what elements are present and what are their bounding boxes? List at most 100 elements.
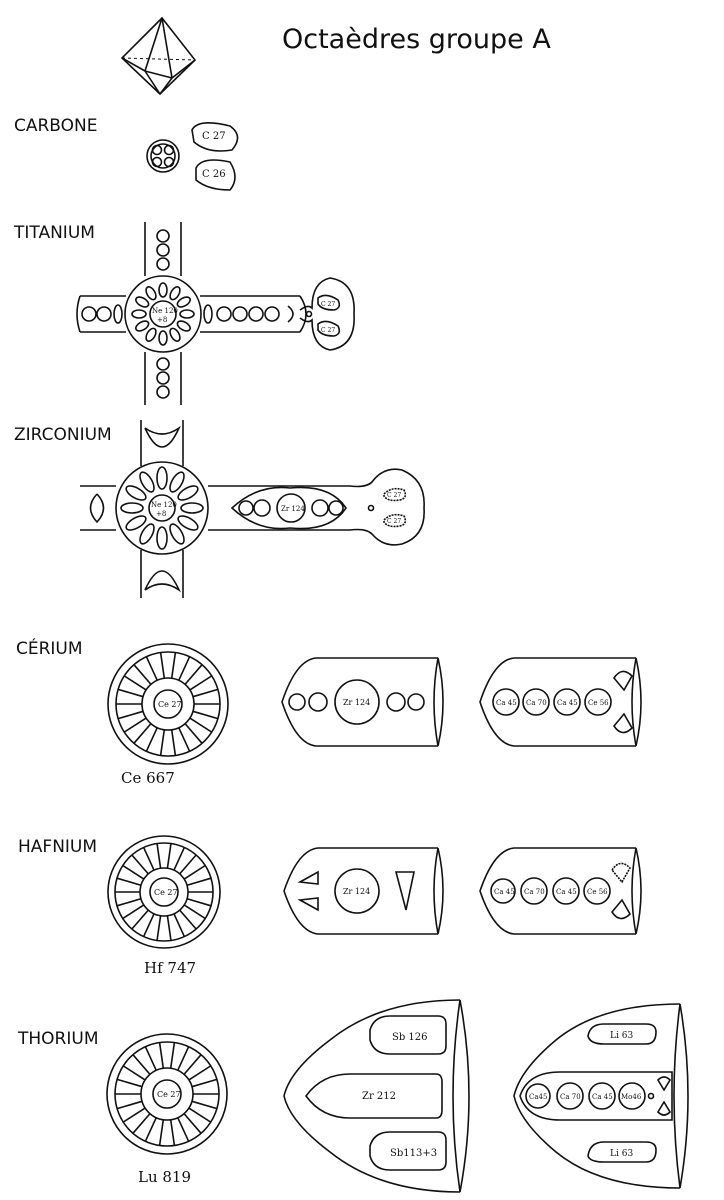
disc-spoke bbox=[177, 1117, 190, 1142]
disc-spoke bbox=[123, 675, 147, 691]
disc-spoke bbox=[123, 717, 147, 733]
svg-text:Ca 45: Ca 45 bbox=[496, 699, 517, 707]
disc-spoke bbox=[117, 688, 144, 698]
octahedron-icon bbox=[120, 16, 197, 96]
disc-spoke bbox=[122, 1065, 146, 1081]
disc-spoke bbox=[170, 652, 177, 679]
label-cerium: CÉRIUM bbox=[16, 637, 83, 659]
disc-spoke bbox=[158, 1119, 165, 1146]
svg-text:C 27: C 27 bbox=[202, 131, 226, 142]
disc-spoke bbox=[116, 897, 142, 907]
disc-spoke bbox=[178, 727, 191, 752]
svg-text:Zr 212: Zr 212 bbox=[362, 1091, 396, 1102]
disc-spoke bbox=[122, 904, 145, 920]
disc-spoke bbox=[178, 656, 191, 681]
disc-spoke bbox=[169, 1042, 176, 1069]
svg-text:Ne 120: Ne 120 bbox=[151, 501, 177, 509]
core-petal bbox=[139, 523, 155, 545]
disc-spoke bbox=[177, 1046, 190, 1071]
disc-spoke bbox=[179, 854, 197, 875]
carbone-atom: C 27 C 26 bbox=[146, 122, 239, 191]
disc-spoke bbox=[192, 688, 219, 698]
page-title: Octaèdres groupe A bbox=[282, 24, 551, 55]
zirconium-atom: Ne 120 +8 Zr 124 C 27 C 27 bbox=[80, 420, 425, 598]
core-petal bbox=[179, 309, 195, 319]
disc-spoke bbox=[131, 909, 149, 930]
svg-text:Ca45: Ca45 bbox=[529, 1093, 547, 1101]
core-petal bbox=[169, 471, 185, 493]
disc-spoke bbox=[158, 1042, 165, 1069]
svg-text:Li 63: Li 63 bbox=[610, 1031, 633, 1041]
svg-text:+8: +8 bbox=[157, 316, 167, 324]
core-petal bbox=[156, 526, 168, 550]
svg-text:Ne 120: Ne 120 bbox=[152, 307, 178, 315]
disc-spoke bbox=[188, 1065, 212, 1081]
disc-spoke bbox=[144, 1046, 157, 1071]
svg-text:+8: +8 bbox=[156, 510, 166, 518]
core-petal bbox=[120, 502, 144, 514]
svg-text:Ce 27: Ce 27 bbox=[158, 700, 182, 709]
svg-text:Ca 45: Ca 45 bbox=[592, 1093, 613, 1101]
svg-text:C 27: C 27 bbox=[321, 327, 335, 334]
svg-text:Ce 27: Ce 27 bbox=[157, 1090, 181, 1099]
disc-spoke bbox=[184, 664, 203, 685]
core-petal bbox=[177, 485, 199, 501]
disc-spoke bbox=[116, 877, 142, 887]
disc-spoke bbox=[191, 1078, 218, 1088]
disc-spoke bbox=[186, 897, 212, 907]
disc-spoke bbox=[183, 864, 206, 880]
core-petal bbox=[156, 466, 168, 490]
svg-text:Zr 124: Zr 124 bbox=[343, 698, 370, 707]
disc-spoke bbox=[117, 710, 144, 720]
svg-text:Sb113+3: Sb113+3 bbox=[390, 1148, 437, 1159]
core-petal bbox=[135, 296, 150, 308]
caption-hafnium: Hf 747 bbox=[144, 959, 196, 977]
disc-spoke bbox=[173, 847, 186, 871]
label-thorium: THORIUM bbox=[17, 1029, 98, 1049]
svg-text:Ce 56: Ce 56 bbox=[587, 888, 608, 896]
disc-spoke bbox=[184, 723, 203, 744]
disc-spoke bbox=[142, 847, 155, 871]
label-titanium: TITANIUM bbox=[13, 223, 95, 243]
disc-spoke bbox=[186, 877, 212, 887]
disc-spoke bbox=[131, 854, 149, 875]
core-petal bbox=[176, 320, 191, 332]
disc-spoke bbox=[191, 1100, 218, 1110]
svg-text:Zr 124: Zr 124 bbox=[343, 887, 370, 896]
core-petal bbox=[145, 286, 157, 301]
core-petal bbox=[158, 282, 168, 298]
core-petal bbox=[139, 471, 155, 493]
disc-spoke bbox=[159, 729, 166, 756]
cerium-arm: Zr 124 bbox=[281, 657, 444, 747]
disc-spoke bbox=[166, 843, 172, 869]
disc-spoke bbox=[188, 1107, 212, 1123]
cerium-disc: Ce 27 bbox=[107, 643, 229, 765]
svg-text:Li 63: Li 63 bbox=[610, 1149, 633, 1159]
disc-spoke bbox=[183, 1113, 202, 1134]
disc-spoke bbox=[192, 710, 219, 720]
svg-text:C 26: C 26 bbox=[202, 169, 226, 180]
svg-text:Zr 124: Zr 124 bbox=[281, 505, 305, 513]
cerium-spike: Ca 45 Ca 70 Ca 45 Ce 56 bbox=[479, 657, 642, 747]
label-hafnium: HAFNIUM bbox=[18, 837, 97, 857]
core-petal bbox=[158, 330, 168, 346]
svg-text:Sb 126: Sb 126 bbox=[392, 1032, 428, 1043]
svg-text:C 27: C 27 bbox=[387, 518, 401, 525]
svg-text:Ce 27: Ce 27 bbox=[154, 888, 178, 897]
core-petal bbox=[180, 502, 204, 514]
disc-spoke bbox=[145, 656, 158, 681]
disc-spoke bbox=[122, 864, 145, 880]
thorium-arm: Sb 126 Zr 212 Sb113+3 bbox=[283, 999, 470, 1193]
svg-text:Mo46: Mo46 bbox=[621, 1093, 642, 1101]
disc-spoke bbox=[156, 915, 162, 941]
svg-text:C 27: C 27 bbox=[321, 301, 335, 308]
hafnium-arm: Zr 124 bbox=[283, 847, 444, 935]
svg-text:Ca 45: Ca 45 bbox=[557, 699, 578, 707]
disc-spoke bbox=[156, 843, 162, 869]
disc-spoke bbox=[173, 913, 186, 937]
caption-cerium: Ce 667 bbox=[121, 769, 175, 787]
disc-spoke bbox=[133, 664, 152, 685]
disc-spoke bbox=[179, 909, 197, 930]
hafnium-spike: Ca 45 Ca 70 Ca 45 Ce 56 bbox=[479, 847, 642, 935]
core-petal bbox=[169, 286, 181, 301]
